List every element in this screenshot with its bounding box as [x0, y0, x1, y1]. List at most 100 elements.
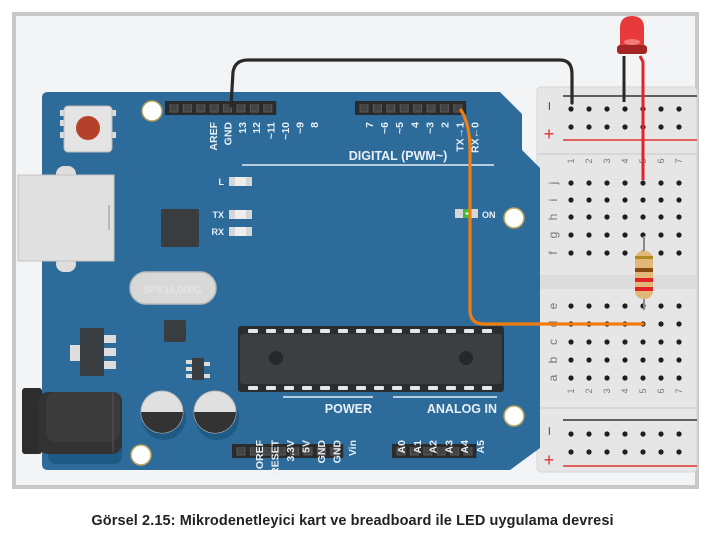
- header-pin[interactable]: [249, 447, 259, 456]
- breadboard-hole[interactable]: [604, 232, 610, 238]
- header-pin[interactable]: [423, 447, 433, 456]
- breadboard-hole[interactable]: [568, 449, 574, 455]
- breadboard-hole[interactable]: [658, 431, 664, 437]
- header-pin[interactable]: [372, 104, 382, 113]
- breadboard-hole[interactable]: [622, 303, 628, 309]
- header-pin[interactable]: [169, 104, 179, 113]
- breadboard-hole[interactable]: [586, 250, 592, 256]
- breadboard-hole[interactable]: [604, 214, 610, 220]
- breadboard-hole[interactable]: [676, 106, 682, 112]
- breadboard-hole[interactable]: [676, 375, 682, 381]
- breadboard-hole[interactable]: [676, 449, 682, 455]
- reset-button[interactable]: [60, 105, 116, 153]
- breadboard-hole[interactable]: [676, 357, 682, 363]
- breadboard-hole[interactable]: [622, 197, 628, 203]
- breadboard-hole[interactable]: [622, 180, 628, 186]
- breadboard-hole[interactable]: [622, 449, 628, 455]
- breadboard-hole[interactable]: [604, 197, 610, 203]
- breadboard-hole[interactable]: [658, 250, 664, 256]
- breadboard-hole[interactable]: [658, 197, 664, 203]
- breadboard-hole[interactable]: [568, 124, 574, 130]
- breadboard-hole[interactable]: [568, 180, 574, 186]
- header-pin[interactable]: [276, 447, 286, 456]
- breadboard-hole[interactable]: [568, 339, 574, 345]
- header-pin[interactable]: [303, 447, 313, 456]
- header-pin[interactable]: [426, 104, 436, 113]
- header-pin[interactable]: [409, 447, 419, 456]
- breadboard-hole[interactable]: [586, 357, 592, 363]
- breadboard-hole[interactable]: [586, 431, 592, 437]
- breadboard-hole[interactable]: [586, 197, 592, 203]
- breadboard-hole[interactable]: [568, 232, 574, 238]
- breadboard-hole[interactable]: [676, 124, 682, 130]
- breadboard-hole[interactable]: [658, 214, 664, 220]
- breadboard-hole[interactable]: [622, 431, 628, 437]
- header-pin[interactable]: [196, 104, 206, 113]
- breadboard-hole[interactable]: [568, 214, 574, 220]
- breadboard-hole[interactable]: [640, 375, 646, 381]
- breadboard-hole[interactable]: [622, 214, 628, 220]
- breadboard-hole[interactable]: [658, 180, 664, 186]
- breadboard-hole[interactable]: [640, 339, 646, 345]
- header-pin[interactable]: [413, 104, 423, 113]
- header-pin[interactable]: [209, 104, 219, 113]
- breadboard-hole[interactable]: [676, 303, 682, 309]
- header-pin[interactable]: [386, 104, 396, 113]
- header-pin[interactable]: [396, 447, 406, 456]
- breadboard-hole[interactable]: [604, 357, 610, 363]
- breadboard-hole[interactable]: [586, 449, 592, 455]
- header-pin[interactable]: [236, 104, 246, 113]
- breadboard-hole[interactable]: [658, 339, 664, 345]
- header-pin[interactable]: [463, 447, 473, 456]
- header-pin[interactable]: [263, 104, 273, 113]
- header-pin[interactable]: [236, 447, 246, 456]
- breadboard-hole[interactable]: [622, 232, 628, 238]
- breadboard-hole[interactable]: [622, 250, 628, 256]
- breadboard-hole[interactable]: [604, 449, 610, 455]
- breadboard-hole[interactable]: [640, 214, 646, 220]
- header-pin[interactable]: [436, 447, 446, 456]
- breadboard-hole[interactable]: [640, 431, 646, 437]
- breadboard-hole[interactable]: [622, 124, 628, 130]
- breadboard-hole[interactable]: [658, 357, 664, 363]
- breadboard-hole[interactable]: [622, 106, 628, 112]
- breadboard-hole[interactable]: [622, 375, 628, 381]
- breadboard-hole[interactable]: [586, 375, 592, 381]
- header-pin[interactable]: [263, 447, 273, 456]
- breadboard-hole[interactable]: [604, 303, 610, 309]
- breadboard-hole[interactable]: [604, 106, 610, 112]
- breadboard-hole[interactable]: [658, 124, 664, 130]
- breadboard-hole[interactable]: [658, 303, 664, 309]
- breadboard-hole[interactable]: [604, 375, 610, 381]
- breadboard-hole[interactable]: [658, 106, 664, 112]
- breadboard-hole[interactable]: [640, 197, 646, 203]
- breadboard-hole[interactable]: [658, 232, 664, 238]
- breadboard-hole[interactable]: [604, 431, 610, 437]
- header-pin[interactable]: [249, 104, 259, 113]
- header-pin[interactable]: [399, 104, 409, 113]
- breadboard-hole[interactable]: [658, 321, 664, 327]
- breadboard-hole[interactable]: [676, 339, 682, 345]
- breadboard-hole[interactable]: [658, 449, 664, 455]
- breadboard-hole[interactable]: [640, 357, 646, 363]
- header-pin[interactable]: [439, 104, 449, 113]
- breadboard-hole[interactable]: [640, 180, 646, 186]
- breadboard-hole[interactable]: [568, 303, 574, 309]
- breadboard-hole[interactable]: [640, 449, 646, 455]
- breadboard-hole[interactable]: [676, 180, 682, 186]
- header-pin[interactable]: [359, 104, 369, 113]
- breadboard-hole[interactable]: [676, 250, 682, 256]
- breadboard-hole[interactable]: [568, 106, 574, 112]
- breadboard-hole[interactable]: [586, 180, 592, 186]
- breadboard-hole[interactable]: [622, 339, 628, 345]
- header-pin[interactable]: [330, 447, 340, 456]
- header-pin[interactable]: [316, 447, 326, 456]
- breadboard-hole[interactable]: [604, 124, 610, 130]
- breadboard-hole[interactable]: [676, 431, 682, 437]
- header-pin[interactable]: [290, 447, 300, 456]
- breadboard-hole[interactable]: [676, 321, 682, 327]
- breadboard-hole[interactable]: [586, 124, 592, 130]
- breadboard-hole[interactable]: [568, 431, 574, 437]
- header-pin[interactable]: [182, 104, 192, 113]
- breadboard-hole[interactable]: [604, 180, 610, 186]
